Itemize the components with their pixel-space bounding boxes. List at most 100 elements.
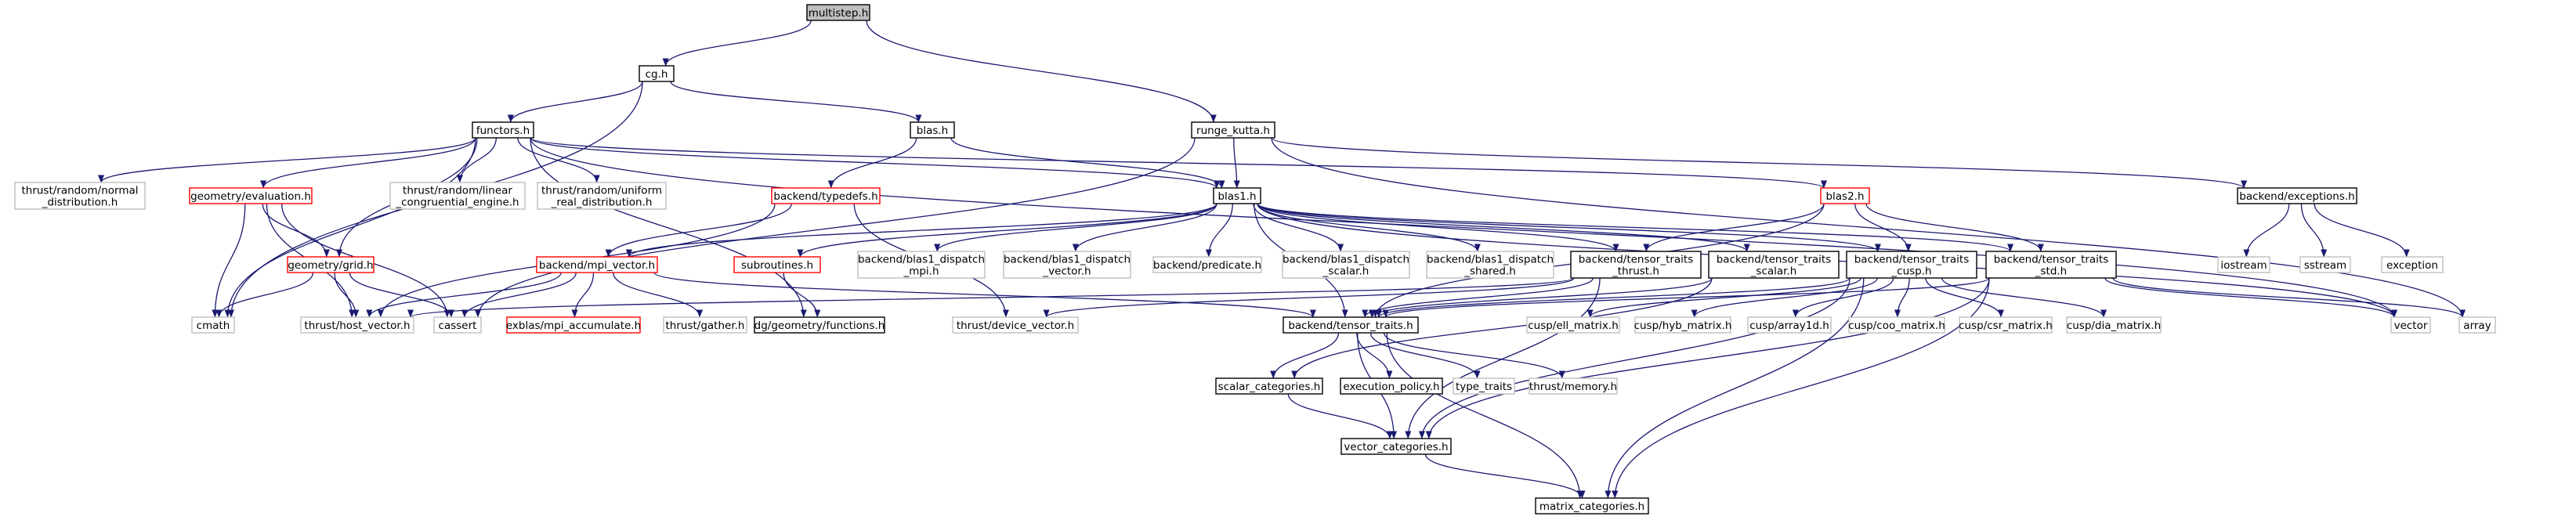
edge-geom-grid-to-cassert xyxy=(349,272,454,318)
nodes-layer: multistep.h cg.h functors.h blas.h runge_kut… xyxy=(14,4,2496,515)
node-label: thrust/random/linear xyxy=(403,185,512,197)
node-typedefs[interactable]: backend/typedefs.h xyxy=(771,187,881,204)
node-blas1[interactable]: blas1.h xyxy=(1213,187,1261,204)
node-box xyxy=(2237,187,2357,204)
node-label: _vector.h xyxy=(1042,265,1091,278)
edge-subroutines-to-functions xyxy=(783,272,821,318)
node-tt-cusp[interactable]: backend/tensor_traits_cusp.h xyxy=(1846,251,1977,279)
node-box xyxy=(1453,377,1515,395)
edge-mpi-vector-to-cassert xyxy=(461,272,577,318)
node-type-traits: type_traits xyxy=(1453,377,1515,395)
node-vector-cat[interactable]: vector_categories.h xyxy=(1340,438,1452,455)
node-geom-eval[interactable]: geometry/evaluation.h xyxy=(189,187,313,204)
node-exceptions[interactable]: backend/exceptions.h xyxy=(2237,187,2357,204)
node-label: type_traits xyxy=(1456,381,1512,393)
node-label: cusp/csr_matrix.h xyxy=(1959,320,2053,332)
node-box xyxy=(2217,256,2270,273)
edge-runge-to-blas1 xyxy=(1233,137,1240,189)
edges-layer xyxy=(98,20,2466,499)
edge-tt-cusp-to-tensor-traits xyxy=(1376,277,1851,318)
node-box xyxy=(952,316,1079,334)
edge-blas1-to-d-scalar xyxy=(1253,203,1344,252)
node-scalar-cat[interactable]: scalar_categories.h xyxy=(1215,377,1323,395)
edge-tensor-traits-to-memory xyxy=(1383,332,1565,379)
node-box xyxy=(1848,316,1945,334)
node-matrix-cat[interactable]: matrix_categories.h xyxy=(1535,497,1649,515)
node-label: blas.h xyxy=(917,125,948,137)
node-label: cassert xyxy=(439,320,477,332)
edge-typedefs-to-mpi-vector xyxy=(605,203,792,258)
node-blas2[interactable]: blas2.h xyxy=(1820,187,1870,204)
node-label: backend/tensor_traits xyxy=(1579,254,1694,266)
edge-mpi-vector-to-host-vector xyxy=(366,272,562,318)
edge-functors-to-vector xyxy=(530,137,2397,318)
node-array1d: cusp/array1d.h xyxy=(1747,316,1832,334)
node-subroutines[interactable]: subroutines.h xyxy=(733,256,821,273)
node-label: exception xyxy=(2386,259,2438,272)
node-multistep[interactable]: multistep.h xyxy=(806,4,870,21)
node-label: backend/tensor_traits xyxy=(1994,254,2109,266)
node-exec-policy[interactable]: execution_policy.h xyxy=(1340,377,1443,395)
node-tt-thrust[interactable]: backend/tensor_traits_thrust.h xyxy=(1570,251,1702,279)
edge-blas1-to-tt-thrust xyxy=(1257,203,1619,252)
node-box xyxy=(1708,251,1840,279)
edge-geom-eval-to-geom-grid xyxy=(262,203,330,258)
node-label: backend/typedefs.h xyxy=(773,190,877,203)
node-box xyxy=(1215,377,1323,395)
node-label: backend/blas1_dispatch xyxy=(1427,254,1554,266)
edge-tt-std-to-matrix-cat xyxy=(1612,277,1990,499)
edge-blas1-to-mpi-vector xyxy=(626,203,1217,258)
node-vector: vector xyxy=(2390,316,2431,334)
edge-tensor-traits-to-exec-policy xyxy=(1356,332,1393,379)
node-box xyxy=(2381,256,2444,273)
node-exception: exception xyxy=(2381,256,2444,273)
node-box xyxy=(2299,256,2351,273)
node-box xyxy=(191,316,235,334)
edge-exceptions-to-sstream xyxy=(2300,203,2328,258)
node-mpi-vector[interactable]: backend/mpi_vector.h xyxy=(536,256,658,273)
node-exblas[interactable]: exblas/mpi_accumulate.h xyxy=(506,316,641,334)
edge-blas1-to-tt-std xyxy=(1257,203,2013,252)
node-label: cusp/dia_matrix.h xyxy=(2067,320,2161,332)
node-label: backend/blas1_dispatch xyxy=(1283,254,1409,266)
node-tensor-traits[interactable]: backend/tensor_traits.h xyxy=(1283,316,1419,334)
node-tt-scalar[interactable]: backend/tensor_traits_scalar.h xyxy=(1708,251,1840,279)
node-box xyxy=(1003,251,1131,279)
edge-functors-to-geom-eval xyxy=(260,137,476,189)
node-label: _cusp.h xyxy=(1890,265,1931,278)
edge-blas1-to-tt-cusp xyxy=(1257,203,1881,252)
edge-blas1-to-d-shared xyxy=(1257,203,1481,252)
edge-mpi-vector-to-gather xyxy=(613,272,704,318)
edge-tt-std-to-vector xyxy=(2104,277,2397,318)
node-box xyxy=(1634,316,1731,334)
node-cg[interactable]: cg.h xyxy=(639,65,675,82)
node-label: subroutines.h xyxy=(741,259,813,272)
edge-functors-to-thrust-normal xyxy=(98,137,476,183)
edge-tensor-traits-to-type-traits xyxy=(1369,332,1481,379)
edge-tt-cusp-to-vector-cat xyxy=(1418,277,1851,439)
node-predicate: backend/predicate.h xyxy=(1152,256,1262,273)
edge-tt-thrust-to-device-vector xyxy=(1043,277,1575,318)
edge-tensor-traits-to-scalar-cat xyxy=(1270,332,1340,379)
node-box xyxy=(806,4,870,21)
node-functions[interactable]: dg/geometry/functions.h xyxy=(754,316,885,334)
node-tt-std[interactable]: backend/tensor_traits_std.h xyxy=(1985,251,2117,279)
node-label: scalar_categories.h xyxy=(1218,381,1321,393)
edge-tt-cusp-to-matrix-cat xyxy=(1605,277,1865,499)
edge-tt-thrust-to-tensor-traits xyxy=(1362,277,1594,318)
node-blas[interactable]: blas.h xyxy=(910,121,955,139)
node-label: iostream xyxy=(2220,259,2267,272)
node-label: thrust/random/normal xyxy=(21,185,138,197)
node-box xyxy=(287,256,374,273)
edge-blas-to-blas1 xyxy=(950,137,1225,189)
node-runge[interactable]: runge_kutta.h xyxy=(1191,121,1275,139)
node-geom-grid[interactable]: geometry/grid.h xyxy=(287,256,374,273)
edge-tt-std-to-vector-cat xyxy=(1425,277,1990,439)
node-box xyxy=(1340,438,1452,455)
edge-functors-to-functions xyxy=(530,137,807,318)
node-hyb: cusp/hyb_matrix.h xyxy=(1634,316,1731,334)
edge-multistep-to-cg xyxy=(662,20,812,67)
node-box xyxy=(537,182,667,210)
node-memory: thrust/memory.h xyxy=(1529,377,1618,395)
node-functors[interactable]: functors.h xyxy=(472,121,534,139)
